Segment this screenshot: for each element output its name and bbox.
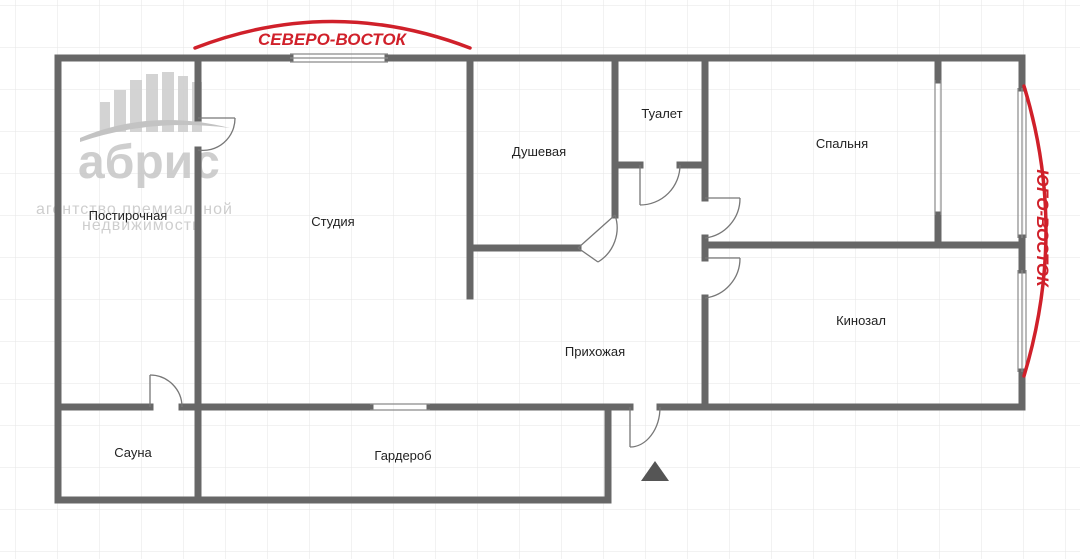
window-bedroom xyxy=(1017,88,1027,238)
room-label-studio: Студия xyxy=(311,214,354,229)
buildings-logo-icon xyxy=(80,72,230,142)
south-east-arc xyxy=(1022,84,1048,378)
north-east-label: СЕВЕРО-ВОСТОК xyxy=(258,30,408,49)
door-cinema xyxy=(704,257,741,299)
room-label-cinema: Кинозал xyxy=(836,313,886,328)
door-toilet xyxy=(639,164,681,206)
room-label-hallway: Прихожая xyxy=(565,344,625,359)
door-shower xyxy=(577,214,618,263)
room-label-bedroom: Спальня xyxy=(816,136,868,151)
opening-wardrobe xyxy=(370,403,430,411)
door-laundry xyxy=(197,117,236,152)
north-east-arc xyxy=(193,19,472,50)
watermark-tagline-2: недвижимости xyxy=(82,217,202,234)
south-east-label: ЮГО-ВОСТОК xyxy=(1033,169,1052,288)
door-entrance xyxy=(629,406,661,448)
room-label-toilet: Туалет xyxy=(641,106,682,121)
watermark-tagline-1: агентство премиальной xyxy=(36,201,233,218)
walls xyxy=(54,54,1026,504)
doors xyxy=(149,117,741,448)
window-studio xyxy=(290,53,388,63)
partition-bedroom-glass xyxy=(934,80,942,215)
window-cinema xyxy=(1017,270,1027,372)
door-bedroom xyxy=(704,197,741,239)
entrance-triangle-icon xyxy=(641,461,669,481)
windows xyxy=(290,53,1027,411)
door-sauna xyxy=(149,374,183,408)
room-label-laundry: Постирочная xyxy=(89,208,168,223)
room-label-wardrobe: Гардероб xyxy=(374,448,431,463)
room-label-shower: Душевая xyxy=(512,144,566,159)
room-label-sauna: Сауна xyxy=(114,445,152,460)
